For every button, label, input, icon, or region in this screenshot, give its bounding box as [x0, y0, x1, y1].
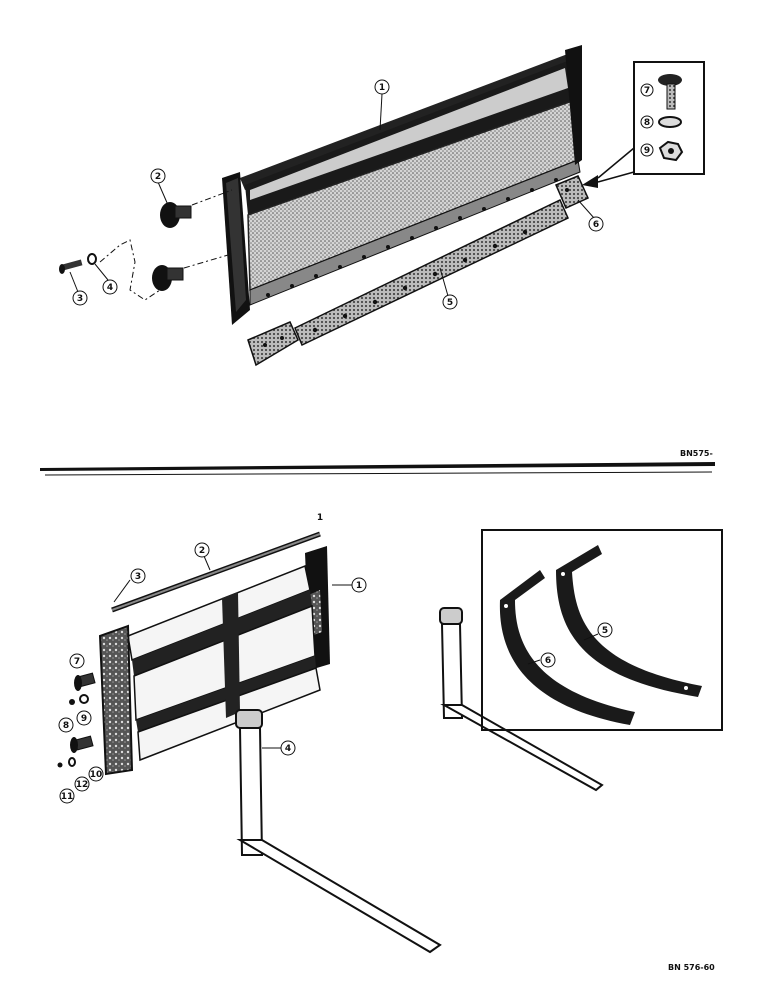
- callout-label: 2: [199, 546, 205, 556]
- hardware-inset: [582, 61, 705, 188]
- fork-tine-right: [439, 607, 604, 792]
- callout-label: 6: [593, 220, 599, 230]
- assembly-leader-lines: [99, 189, 233, 301]
- callout-label: 5: [447, 298, 453, 308]
- callout-label: 3: [77, 294, 83, 304]
- callout-label: 6: [545, 656, 551, 666]
- callout-label: 1: [379, 83, 385, 93]
- callout-label: 5: [602, 626, 608, 636]
- callout-label: 10: [90, 770, 103, 780]
- callout-label: 8: [63, 721, 69, 731]
- callout-label: 8: [644, 118, 650, 128]
- callout-label: 1: [356, 581, 362, 591]
- cutting-edge-blades: [247, 175, 589, 367]
- drawing-code-top: BN575-: [680, 449, 713, 458]
- fork-frame-assembly: [98, 531, 330, 776]
- callout-label: 7: [74, 657, 80, 667]
- callout-label: 2: [155, 172, 161, 182]
- callout-label: 9: [81, 714, 87, 724]
- bolt-and-washer: [59, 253, 97, 274]
- callout-label: 4: [285, 744, 291, 754]
- bucket-assembly: [222, 45, 582, 325]
- drawing-code-bottom: BN 576-60: [668, 963, 715, 972]
- fork-tine-front: [235, 709, 442, 954]
- callout-label: 4: [107, 283, 113, 293]
- bottom-hardware: [57, 672, 96, 768]
- tine-inset: [481, 529, 723, 731]
- callout-label: 3: [135, 572, 141, 582]
- top-callouts: 1 2 3 4 5 6 7 8 9: [69, 79, 654, 310]
- separator-rule: [40, 462, 715, 476]
- callout-label: 1: [317, 513, 323, 523]
- bucket-teeth-caps: [152, 202, 192, 291]
- callout-label: 9: [644, 146, 650, 156]
- callout-label: 12: [76, 780, 89, 790]
- callout-label: 11: [61, 792, 74, 802]
- bottom-callouts: 1 2 3 1 4 7 8 9 10 11 12 6 5: [58, 513, 613, 804]
- callout-label: 7: [644, 86, 650, 96]
